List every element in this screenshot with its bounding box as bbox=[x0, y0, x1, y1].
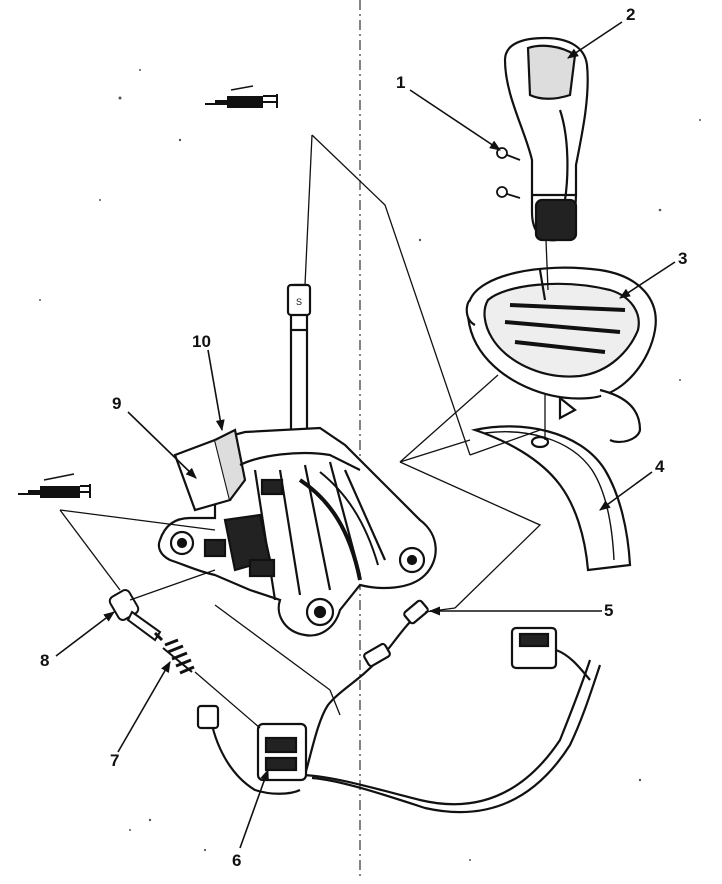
callout-4: 4 bbox=[655, 457, 665, 476]
knob-screws bbox=[496, 147, 521, 199]
callout-6: 6 bbox=[232, 851, 242, 870]
shift-knob bbox=[503, 36, 589, 242]
callout-leaders bbox=[55, 21, 676, 849]
callout-2: 2 bbox=[626, 5, 636, 24]
callout-5: 5 bbox=[604, 601, 614, 620]
callout-1: 1 bbox=[396, 73, 406, 92]
callout-7: 7 bbox=[110, 751, 120, 770]
shifter-bracket bbox=[157, 426, 437, 637]
return-spring bbox=[162, 638, 195, 675]
guide-plate bbox=[470, 425, 632, 572]
solenoid-pin bbox=[108, 589, 164, 642]
callout-9: 9 bbox=[112, 394, 122, 413]
shaft-mark: S bbox=[296, 297, 302, 307]
callout-8: 8 bbox=[40, 651, 50, 670]
wire-harness bbox=[196, 599, 602, 814]
assembly-lines bbox=[59, 134, 549, 729]
shift-lever bbox=[286, 283, 312, 477]
grease-gun-icon bbox=[205, 85, 278, 108]
grease-gun-icon bbox=[18, 473, 91, 498]
indicator-panel bbox=[465, 266, 657, 444]
callout-3: 3 bbox=[678, 249, 688, 268]
callout-10: 10 bbox=[192, 332, 211, 351]
scan-speckles bbox=[39, 69, 701, 861]
